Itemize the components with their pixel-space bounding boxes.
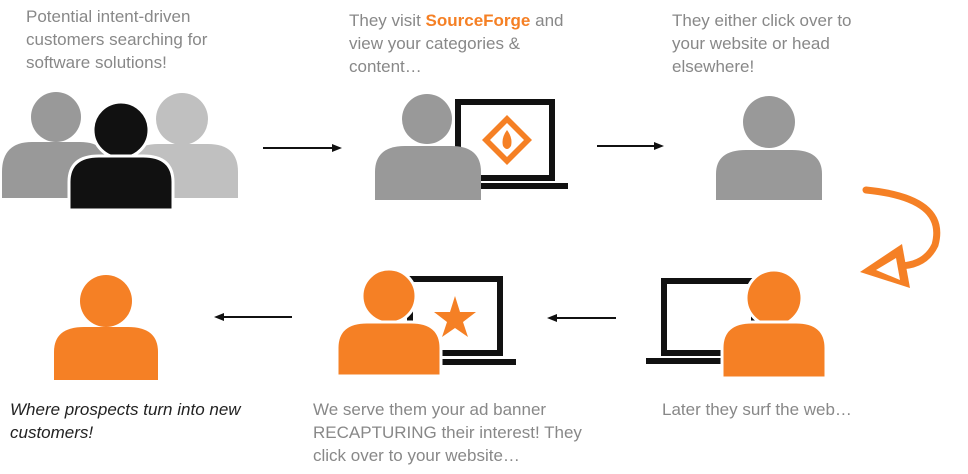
arrow-left-2 <box>214 313 292 321</box>
arrow-right-2 <box>597 142 664 150</box>
arrow-right-1 <box>263 144 342 152</box>
person-laptop-icon <box>646 268 828 380</box>
step2-suffix: and view your categories & content… <box>349 11 564 76</box>
sourceforge-logo-icon <box>482 115 532 165</box>
person-icon <box>716 96 822 200</box>
step2-caption: They visit SourceForge and view your cat… <box>349 9 589 78</box>
curved-arrow-icon <box>860 186 941 288</box>
step5-caption: We serve them your ad banner RECAPTURING… <box>313 400 582 465</box>
step4-caption: Later they surf the web… <box>662 400 852 419</box>
person-laptop-sourceforge-icon <box>375 94 568 200</box>
arrow-left-1 <box>547 314 616 322</box>
step6-caption: Where prospects turn into new customers! <box>10 400 241 442</box>
step1-caption: Potential intent-driven customers search… <box>26 7 208 72</box>
people-group-icon <box>2 92 238 212</box>
person-laptop-star-icon <box>335 267 516 378</box>
customer-icon <box>54 275 158 380</box>
star-icon <box>434 296 476 337</box>
step2-prefix: They visit <box>349 11 426 30</box>
sourceforge-brand: SourceForge <box>425 11 531 30</box>
step3-caption: They either click over to your website o… <box>672 11 852 76</box>
